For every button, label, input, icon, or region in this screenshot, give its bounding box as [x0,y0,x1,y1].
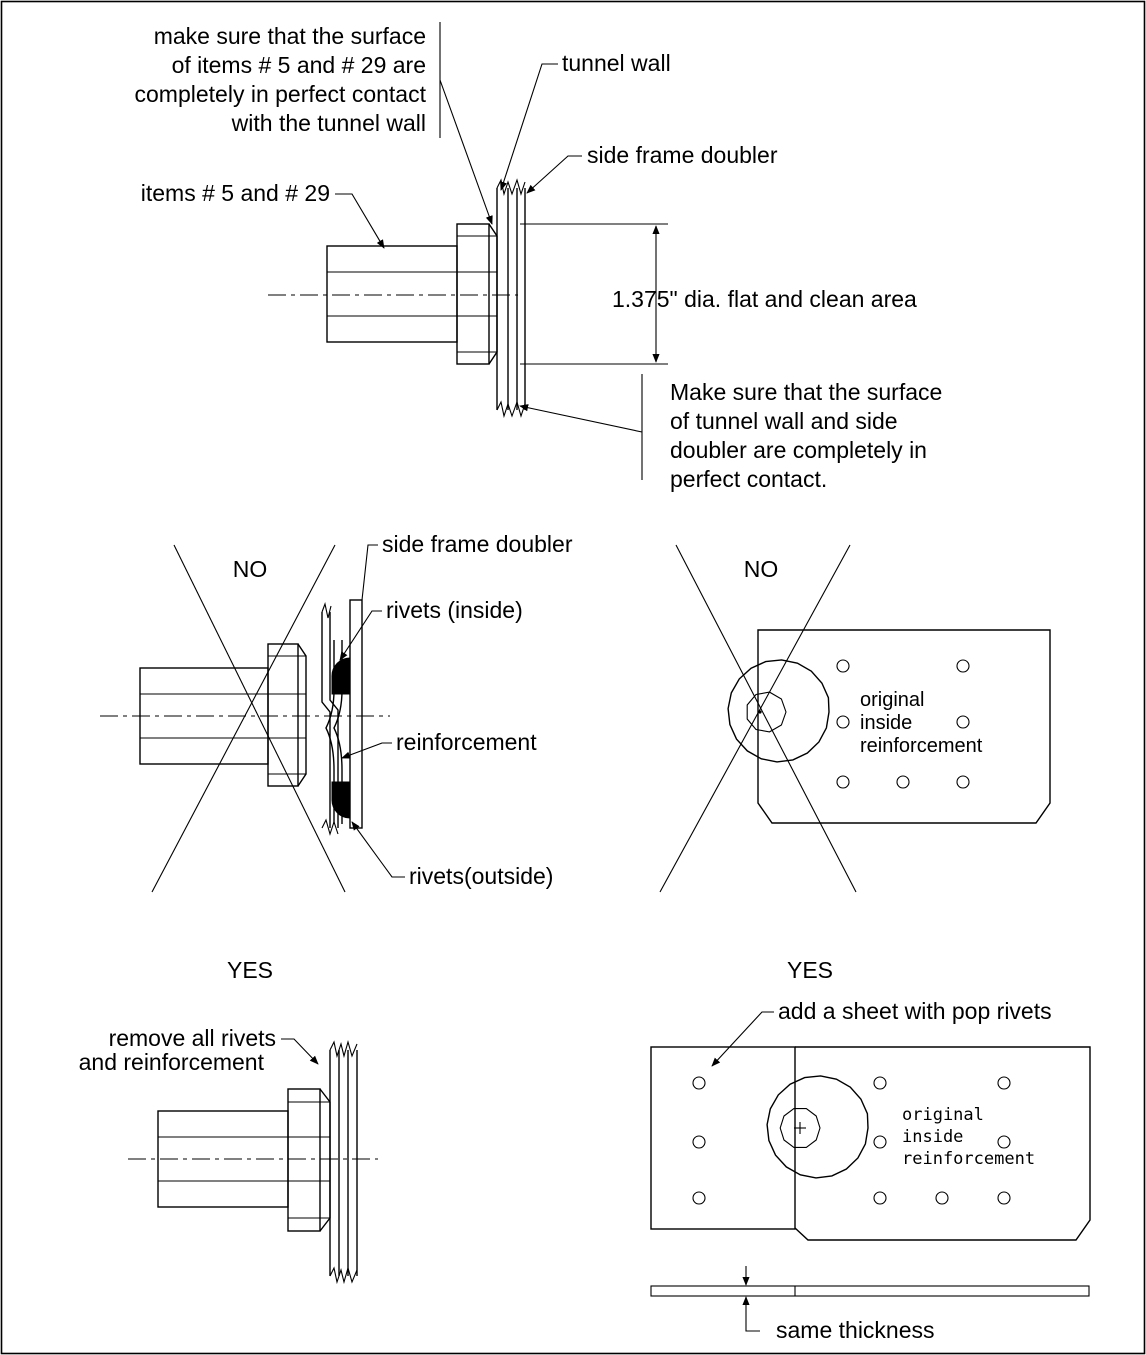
label-remove-line-1: remove all rivets [109,1025,276,1051]
label-original-line-1: original [860,689,924,711]
label-tunnel-wall: tunnel wall [562,50,671,76]
label-items: items # 5 and # 29 [141,180,330,206]
tunnel-wall-leader [500,63,558,191]
no-right-heading: NO [744,556,779,582]
note-wall-contact-line-3: doubler are completely in [670,437,927,463]
rivet-hole [997,1135,1011,1149]
rivet-hole [956,715,970,729]
tunnel-wall-section [321,612,331,828]
fitting-bevel [488,223,498,365]
yes-left-view: YES remove all rivets and reinforcement [79,957,378,1285]
cross-line-1 [151,544,336,893]
rivet-hole [692,1076,706,1090]
rivet-hole [997,1191,1011,1205]
note-items-contact-line-3: completely in perfect contact [135,81,427,107]
yes-left-heading: YES [227,957,273,983]
tunnel-wall-inner [329,612,339,828]
side-frame-doubler-leader [361,544,378,601]
label-original-line-3: reinforcement [902,1149,1035,1169]
side-frame-doubler-leader [526,155,582,194]
rivet-hole [692,1191,706,1205]
rivet-hole [956,775,970,789]
reinforcement-section-inner [333,640,343,824]
label-original-line-2: inside [860,712,912,734]
note-items-contact-line-4: with the tunnel wall [231,110,426,136]
wall-break-top [321,602,332,619]
rivet-hole [836,715,850,729]
added-sheet [650,1046,796,1230]
fitting-flange [456,223,490,365]
fitting-bore [779,1108,821,1148]
fitting-body [326,245,458,343]
top-view: make sure that the surface of items # 5 … [135,22,942,492]
reinforcement-section [325,640,335,824]
label-rivets-inside: rivets (inside) [386,597,523,623]
note-wall-contact-line-4: perfect contact. [670,466,827,492]
rivets-inside-leader [339,610,382,661]
note-wall-contact-line-1: Make sure that the surface [670,379,942,405]
reinforcement-plate [757,629,1051,824]
reinforcement-plate [794,1046,1091,1241]
wall-break-bottom [496,400,526,419]
note-items-contact-line-2: of items # 5 and # 29 are [172,52,426,78]
fitting-bore [746,691,787,733]
label-side-frame-doubler: side frame doubler [587,142,778,168]
rivet-hole [692,1135,706,1149]
contact-note-leader [519,404,643,433]
no-right-view: NO original inside reinforcement [659,544,1051,893]
wall-break-bottom [321,818,339,836]
label-add-sheet: add a sheet with pop rivets [778,998,1052,1024]
yes-right-view: YES add a sheet with pop rivets original… [650,957,1091,1343]
remove-leader [281,1038,319,1065]
cross-line-1 [659,544,851,893]
flange-outline [766,1075,869,1179]
add-sheet-leader [711,1011,774,1067]
items-leader [335,193,385,249]
rivet-hole [873,1191,887,1205]
yes-right-heading: YES [787,957,833,983]
fitting-flange [267,643,299,787]
rivet-hole [896,775,910,789]
label-original-line-1: original [902,1105,984,1125]
rivet-hole [873,1076,887,1090]
wall-break-top [329,1039,358,1059]
rivet-hole [956,659,970,673]
label-original-line-2: inside [902,1127,963,1147]
rivet-hole [873,1135,887,1149]
label-rivets-outside: rivets(outside) [409,863,553,889]
wall-break-bottom [329,1265,358,1285]
label-remove-line-2: and reinforcement [79,1049,265,1075]
wall-break-top [496,178,526,197]
fitting-bevel [297,643,307,787]
cross-line-2 [675,544,857,893]
side-frame-doubler-section [349,599,363,829]
fitting-flange [287,1088,321,1232]
rivet-hole [836,775,850,789]
no-left-heading: NO [233,556,268,582]
label-reinforcement: reinforcement [396,729,537,755]
label-same-thickness: same thickness [776,1317,935,1343]
reinforcement-leader [341,742,392,759]
thickness-edge-view [650,1285,1090,1297]
rivets-outside-leader [351,821,405,878]
cross-line-2 [173,544,346,893]
note-items-contact-line-1: make sure that the surface [154,23,426,49]
no-left-view: NO side frame doubler rivets (inside) [100,531,573,893]
rivet-hole [935,1191,949,1205]
rivet-hole [836,659,850,673]
label-original-line-3: reinforcement [860,735,983,757]
rivet-outside [331,781,351,819]
fitting-bevel [319,1088,331,1232]
flange-outline [727,659,830,763]
note-wall-contact-line-2: of tunnel wall and side [670,408,898,434]
label-side-frame-doubler: side frame doubler [382,531,573,557]
same-thickness-leader [745,1318,760,1332]
note-leader [439,79,493,225]
rivet-hole [997,1076,1011,1090]
dimension-label: 1.375" dia. flat and clean area [612,286,917,312]
